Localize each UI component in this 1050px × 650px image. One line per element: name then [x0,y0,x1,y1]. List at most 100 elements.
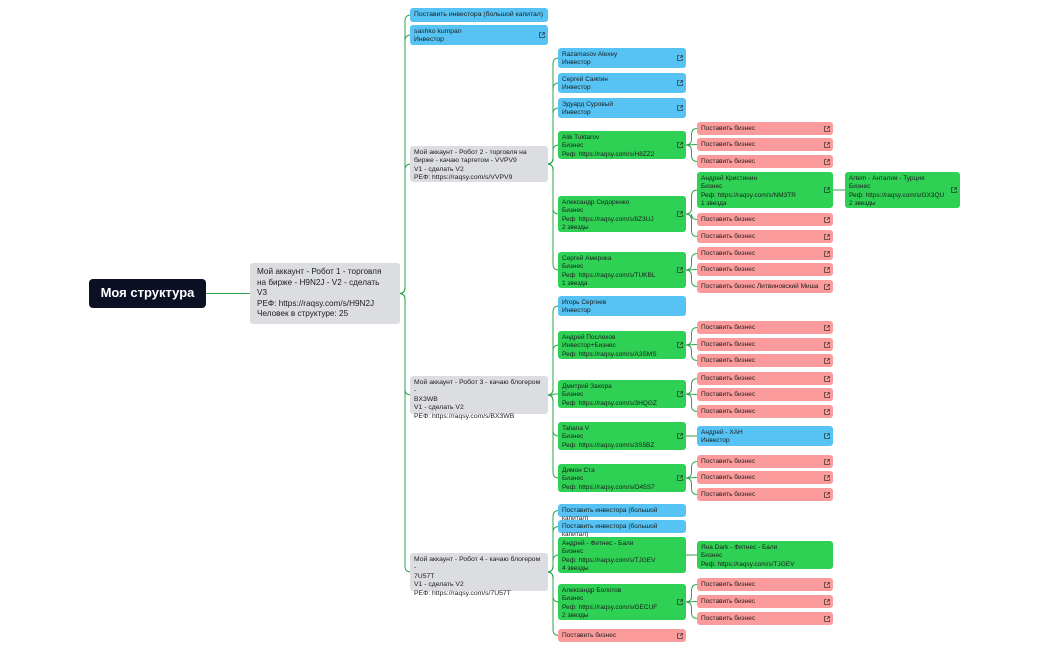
external-link-icon[interactable] [824,391,830,398]
connector-line [685,378,698,395]
node-r2e1a[interactable]: Artem - Анталия - Турция Бизнес Реф: htt… [845,172,960,208]
external-link-icon[interactable] [824,216,830,223]
node-r3b[interactable]: Андрей Послехов Инвестор+Бизнес Реф: htt… [558,331,686,359]
external-link-icon[interactable] [824,615,830,622]
external-link-icon[interactable] [677,55,683,61]
connector-line [685,213,698,237]
external-link-icon[interactable] [677,211,683,217]
connector-line [398,293,412,573]
connector-line [685,144,698,162]
node-r2e1[interactable]: Андрей Кристинин Бизнес Реф: https://raq… [697,172,833,208]
node-r4d3[interactable]: Поставить бизнес [697,612,833,625]
connector-line [546,163,560,271]
external-link-icon[interactable] [824,266,830,273]
node-r4d[interactable]: Александр Болотов Бизнес Реф: https://ra… [558,584,686,620]
external-link-icon[interactable] [677,475,683,481]
node-r3e[interactable]: Димон Ста Бизнес Реф: https://raqsy.com/… [558,464,686,492]
external-link-icon[interactable] [824,581,830,588]
connector-line [546,571,560,636]
external-link-icon[interactable] [824,233,830,240]
external-link-icon[interactable] [824,433,830,439]
external-link-icon[interactable] [951,187,957,193]
node-r3e2[interactable]: Поставить бизнес [697,471,833,484]
node-r2d[interactable]: Alik Tuktarov Бизнес Реф: https://raqsy.… [558,131,686,159]
external-link-icon[interactable] [824,598,830,605]
node-r2c[interactable]: Эдуард Суровый Инвестор [558,98,686,118]
external-link-icon[interactable] [824,408,830,415]
external-link-icon[interactable] [677,342,683,348]
connector-line [546,144,560,165]
external-link-icon[interactable] [824,187,830,193]
node-r4a[interactable]: Поставить инвестора (большой капитал) [558,504,686,522]
connector-line [685,128,698,146]
node-r3d[interactable]: Tatiana V Бизнес Реф: https://raqsy.com/… [558,422,686,450]
external-link-icon[interactable] [824,458,830,465]
node-r3b1[interactable]: Поставить бизнес [697,321,833,334]
node-r2f[interactable]: Сергей Америка Бизнес Реф: https://raqsy… [558,252,686,288]
external-link-icon[interactable] [677,105,683,111]
external-link-icon[interactable] [677,80,683,86]
node-r4c[interactable]: Андрей - Фитнес - Бали Бизнес Реф: https… [558,537,686,573]
node-robot4[interactable]: Мой аккаунт - Робот 4 - качаю блогером -… [410,553,548,597]
external-link-icon[interactable] [824,491,830,498]
node-r2e2[interactable]: Поставить бизнес [697,213,833,226]
node-r4e[interactable]: Поставить бизнес [558,629,686,642]
node-r2b[interactable]: Сергей Саяпин Инвестор [558,73,686,93]
node-r2f2[interactable]: Поставить бизнес [697,263,833,276]
external-link-icon[interactable] [677,391,683,397]
node-r3e1[interactable]: Поставить бизнес [697,455,833,468]
node-r2e3[interactable]: Поставить бизнес [697,230,833,243]
connector-line [685,344,698,361]
node-top2[interactable]: sashko kumpan Инвестор [410,25,548,45]
node-r3c3[interactable]: Поставить бизнес [697,405,833,418]
external-link-icon[interactable] [824,125,830,132]
node-r2e[interactable]: Александр Сидоренко Бизнес Реф: https://… [558,196,686,232]
connector-line [685,601,698,619]
connector-line [685,269,698,287]
node-r3c[interactable]: Дмитрий Захора Бизнес Реф: https://raqsy… [558,380,686,408]
external-link-icon[interactable] [824,141,830,148]
external-link-icon[interactable] [824,357,830,364]
node-r4c1[interactable]: Яна Dark - Фитнес - Бали Бизнес Реф: htt… [697,541,833,569]
external-link-icon[interactable] [824,324,830,331]
external-link-icon[interactable] [824,250,830,257]
node-r2f1[interactable]: Поставить бизнес [697,247,833,260]
connector-line [685,189,698,215]
node-top1[interactable]: Поставить инвестора (большой капитал) [410,8,548,22]
external-link-icon[interactable] [539,32,545,38]
node-r2d2[interactable]: Поставить бизнес [697,138,833,151]
node-r2f3[interactable]: Поставить бизнес Литвиновский Миша [697,280,833,293]
external-link-icon[interactable] [824,341,830,348]
node-r4d1[interactable]: Поставить бизнес [697,578,833,591]
node-r2d1[interactable]: Поставить бизнес [697,122,833,135]
node-r2d3[interactable]: Поставить бизнес [697,155,833,168]
node-r3e3[interactable]: Поставить бизнес [697,488,833,501]
external-link-icon[interactable] [824,474,830,481]
connector-line [685,327,698,346]
node-robot2[interactable]: Мой аккаунт - Робот 2 - торговля на бирж… [410,146,548,182]
connector-line [685,253,698,271]
external-link-icon[interactable] [824,283,830,290]
external-link-icon[interactable] [677,433,683,439]
node-r4d2[interactable]: Поставить бизнес [697,595,833,608]
node-r3d1[interactable]: Андрей - ХАН Инвестор [697,426,833,446]
external-link-icon[interactable] [677,599,683,605]
node-r3b2[interactable]: Поставить бизнес [697,338,833,351]
connector-line [685,584,698,603]
external-link-icon[interactable] [677,142,683,148]
external-link-icon[interactable] [824,375,830,382]
external-link-icon[interactable] [824,158,830,165]
node-r3b3[interactable]: Поставить бизнес [697,354,833,367]
root-node[interactable]: Моя структура [89,279,206,308]
main-account-node[interactable]: Мой аккаунт - Робот 1 - торговля на бирж… [250,263,400,324]
node-r4b[interactable]: Поставить инвестора (большой капитал) [558,520,686,538]
node-r3c2[interactable]: Поставить бизнес [697,388,833,401]
node-r2a[interactable]: Razamasov Alexey Инвестор [558,48,686,68]
connector-line [685,461,698,479]
node-r3c1[interactable]: Поставить бизнес [697,372,833,385]
external-link-icon[interactable] [677,267,683,273]
node-r3a[interactable]: Игорь Сергеев Инвестор [558,296,686,316]
node-robot3[interactable]: Мой аккаунт - Робот 3 - качаю блогером -… [410,376,548,420]
external-link-icon[interactable] [677,632,683,639]
